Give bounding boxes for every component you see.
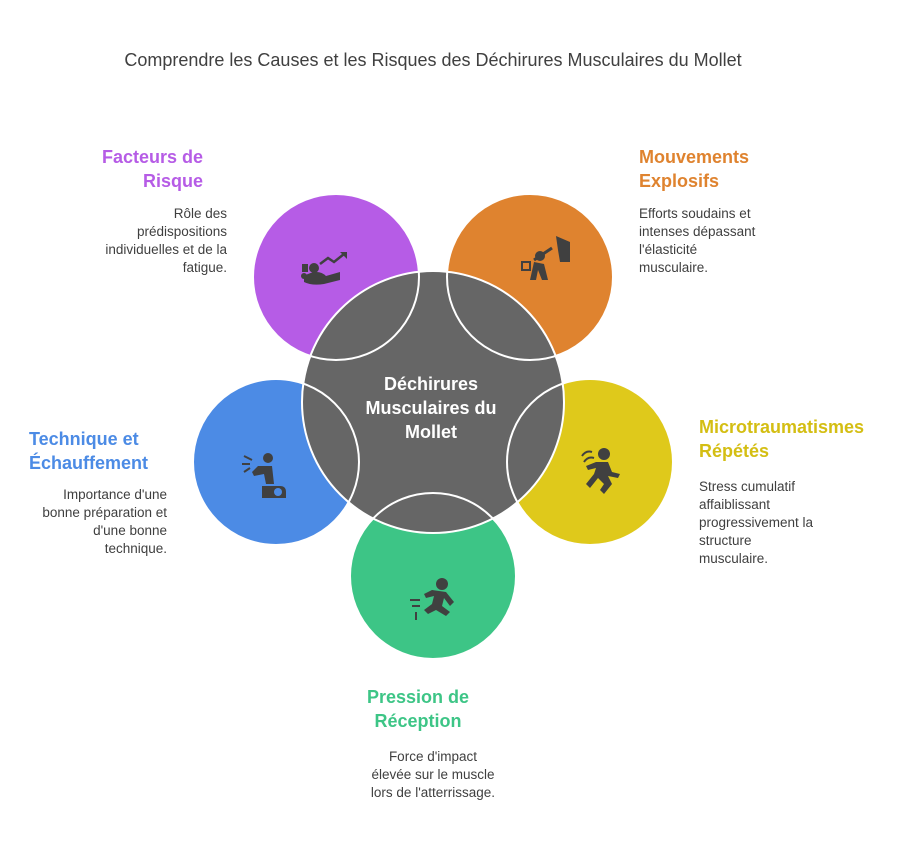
reception-desc-line-1: Force d'impact xyxy=(388,749,478,764)
reception-description: Force d'impact élevée sur le muscle lors… xyxy=(333,748,533,802)
center-label-line-1: Déchirures xyxy=(383,374,479,394)
rising-chart-person-icon xyxy=(301,252,347,285)
center-circle xyxy=(301,270,565,534)
micro-heading-line-2: Répétés xyxy=(699,441,770,461)
running-person-icon xyxy=(581,448,620,494)
micro-desc-line-5: musculaire. xyxy=(699,551,769,566)
risque-heading-line-2: Risque xyxy=(142,171,203,191)
center-label-line-2: Musculaires du xyxy=(365,398,497,418)
micro-desc-line-4: structure xyxy=(699,533,752,548)
micro-desc-line-2: affaiblissant xyxy=(699,497,771,512)
risque-overlap-outline xyxy=(252,193,420,361)
technique-description: Importance d'une bonne préparation et d'… xyxy=(10,486,167,558)
reception-heading: Pression de Réception xyxy=(318,685,518,733)
micro-description: Stress cumulatif affaiblissant progressi… xyxy=(699,478,899,568)
risque-desc-line-2: prédispositions xyxy=(136,224,227,239)
stretching-person-icon xyxy=(242,453,286,498)
micro-heading-line-1: Microtraumatismes xyxy=(699,417,865,437)
jumping-person-icon xyxy=(410,578,454,620)
reception-desc-line-2: élevée sur le muscle xyxy=(371,767,495,782)
reception-heading-line-1: Pression de xyxy=(366,687,470,707)
explosifs-overlap-outline xyxy=(446,193,614,361)
explosifs-heading-line-2: Explosifs xyxy=(639,171,720,191)
technique-desc-line-3: d'une bonne xyxy=(93,523,167,538)
explosifs-desc-line-4: musculaire. xyxy=(639,260,709,275)
technique-desc-line-4: technique. xyxy=(104,541,167,556)
technique-overlap-outline xyxy=(192,378,360,546)
explosifs-desc-line-1: Efforts soudains et xyxy=(639,206,751,221)
technique-heading-line-2: Échauffement xyxy=(29,453,149,473)
technique-heading: Technique et Échauffement xyxy=(29,427,209,475)
weightlifting-person-icon xyxy=(521,236,570,280)
risque-heading: Facteurs de Risque xyxy=(53,145,203,193)
micro-heading: Microtraumatismes Répétés xyxy=(699,415,909,463)
risque-description: Rôle des prédispositions individuelles e… xyxy=(47,205,227,277)
micro-overlap-outline xyxy=(506,378,674,546)
explosifs-description: Efforts soudains et intenses dépassant l… xyxy=(639,205,839,277)
center-label: Déchirures Musculaires du Mollet xyxy=(351,372,511,444)
explosifs-desc-line-3: l'élasticité xyxy=(639,242,698,257)
explosifs-heading: Mouvements Explosifs xyxy=(639,145,839,193)
reception-desc-line-3: lors de l'atterrissage. xyxy=(370,785,496,800)
explosifs-desc-line-2: intenses dépassant xyxy=(639,224,756,239)
explosifs-heading-line-1: Mouvements xyxy=(639,147,750,167)
risque-desc-line-1: Rôle des xyxy=(173,206,227,221)
micro-desc-line-3: progressivement la xyxy=(699,515,814,530)
technique-heading-line-1: Technique et xyxy=(29,429,139,449)
risque-desc-line-4: fatigue. xyxy=(182,260,227,275)
micro-desc-line-1: Stress cumulatif xyxy=(699,479,796,494)
risque-desc-line-3: individuelles et de la xyxy=(105,242,227,257)
risque-heading-line-1: Facteurs de xyxy=(101,147,203,167)
center-label-line-3: Mollet xyxy=(405,422,457,442)
reception-circle xyxy=(350,493,516,659)
page-title: Comprendre les Causes et les Risques des… xyxy=(124,50,742,70)
reception-overlap-outline xyxy=(349,492,517,660)
technique-desc-line-1: Importance d'une xyxy=(63,487,167,502)
technique-desc-line-2: bonne préparation et xyxy=(42,505,167,520)
reception-heading-line-2: Réception xyxy=(374,711,462,731)
